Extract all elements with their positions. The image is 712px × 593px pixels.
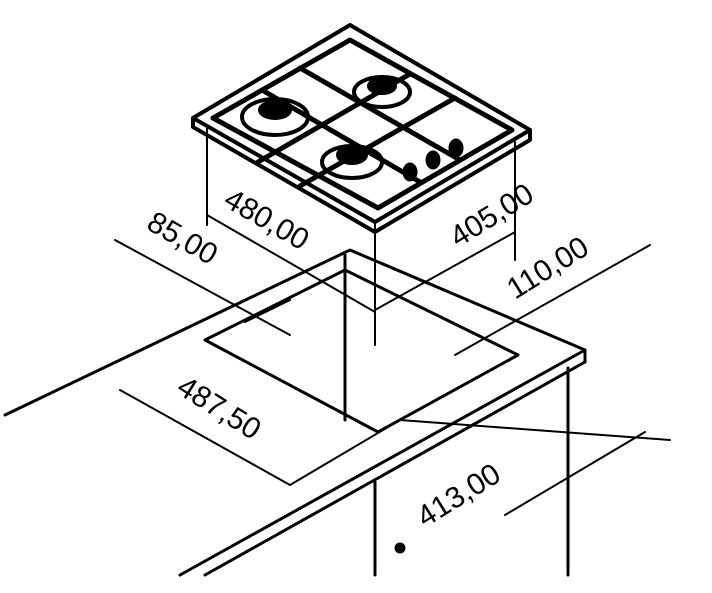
- dim-cutout-width: 487,50: [171, 370, 266, 447]
- countertop: [3, 248, 587, 577]
- dimension-lines: [114, 127, 671, 516]
- burner: [240, 75, 412, 180]
- hob-knobs: [402, 138, 464, 182]
- cabinet-knob: [394, 542, 406, 554]
- gas-hob: [191, 23, 532, 234]
- dim-cutout-depth: 413,00: [411, 457, 506, 534]
- dim-hob-depth: 405,00: [444, 177, 539, 254]
- cabinet: [343, 253, 570, 577]
- dim-hob-width: 480,00: [219, 182, 315, 256]
- countertop-cutout: [203, 268, 520, 434]
